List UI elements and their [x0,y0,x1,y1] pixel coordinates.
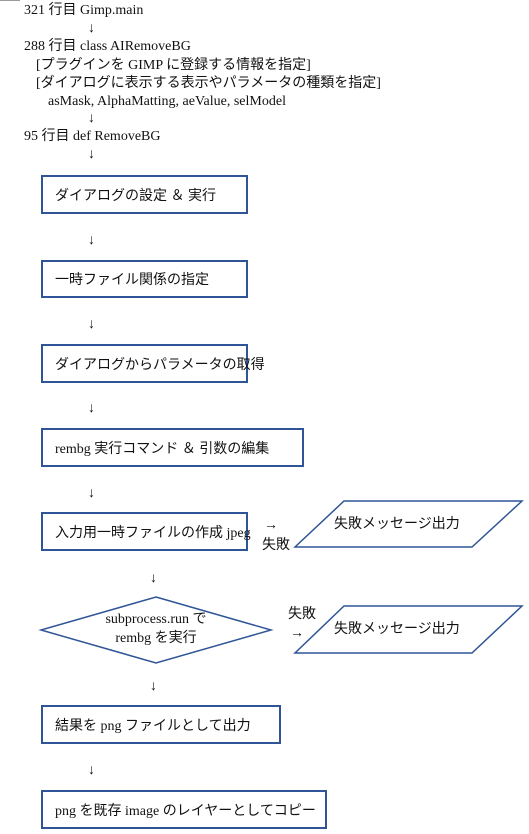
step-temp-file-spec-label: 一時ファイル関係の指定 [55,273,209,288]
arrow-down-8: ↓ [150,571,157,586]
step-get-params: ダイアログからパラメータの取得 [41,344,265,383]
arrow-right-fail-1: → [264,518,278,533]
fail-label-2: 失敗 [288,607,316,622]
step-create-input-file-label: 入力用一時ファイルの作成 jpeg [55,525,251,541]
fail-label-1: 失敗 [262,538,290,553]
header-line-dialog-params: [ダイアログに表示する表示やパラメータの種類を指定] [36,76,381,91]
step-edit-command: rembg 実行コマンド ＆ 引数の編集 [41,428,304,467]
arrow-down-9: ↓ [150,679,157,694]
arrow-down-6: ↓ [88,401,95,416]
error-output-parallelogram-1 [293,500,524,548]
step-dialog-setup: ダイアログの設定 ＆ 実行 [41,175,248,214]
step-create-input-file: 入力用一時ファイルの作成 jpeg [41,512,251,551]
step-temp-file-spec: 一時ファイル関係の指定 [41,260,248,298]
header-line-class: 288 行目 class AIRemoveBG [24,39,191,54]
decision-diamond [38,596,274,664]
arrow-down-1: ↓ [88,21,95,36]
step-copy-as-layer-label: png を既存 image のレイヤーとしてコピー [55,803,316,819]
decision-label-line1: subprocess.run で [105,612,207,627]
arrow-down-7: ↓ [88,486,95,501]
arrow-down-10: ↓ [88,763,95,778]
step-dialog-setup-label: ダイアログの設定 ＆ 実行 [55,188,216,204]
error-output-parallelogram-2 [293,605,524,654]
arrow-right-fail-2: → [290,626,304,641]
step-output-png: 結果を png ファイルとして出力 [41,705,281,744]
decision-label-line2: rembg を実行 [115,631,197,646]
top-edge-line [0,0,20,1]
header-line-def-removebg: 95 行目 def RemoveBG [24,129,161,144]
arrow-down-3: ↓ [88,147,95,162]
error-output-label-1: 失敗メッセージ出力 [334,517,460,532]
step-get-params-label: ダイアログからパラメータの取得 [55,357,265,373]
step-copy-as-layer: png を既存 image のレイヤーとしてコピー [41,790,327,829]
header-line-param-list: asMask, AlphaMatting, aeValue, selModel [48,94,286,109]
step-output-png-label: 結果を png ファイルとして出力 [55,718,251,734]
header-line-gimp-main: 321 行目 Gimp.main [24,3,144,18]
arrow-down-2: ↓ [88,111,95,126]
header-line-register-info: [プラグインを GIMP に登録する情報を指定] [36,58,311,73]
step-edit-command-label: rembg 実行コマンド ＆ 引数の編集 [55,441,270,457]
error-output-label-2: 失敗メッセージ出力 [334,622,460,637]
arrow-down-4: ↓ [88,233,95,248]
arrow-down-5: ↓ [88,317,95,332]
